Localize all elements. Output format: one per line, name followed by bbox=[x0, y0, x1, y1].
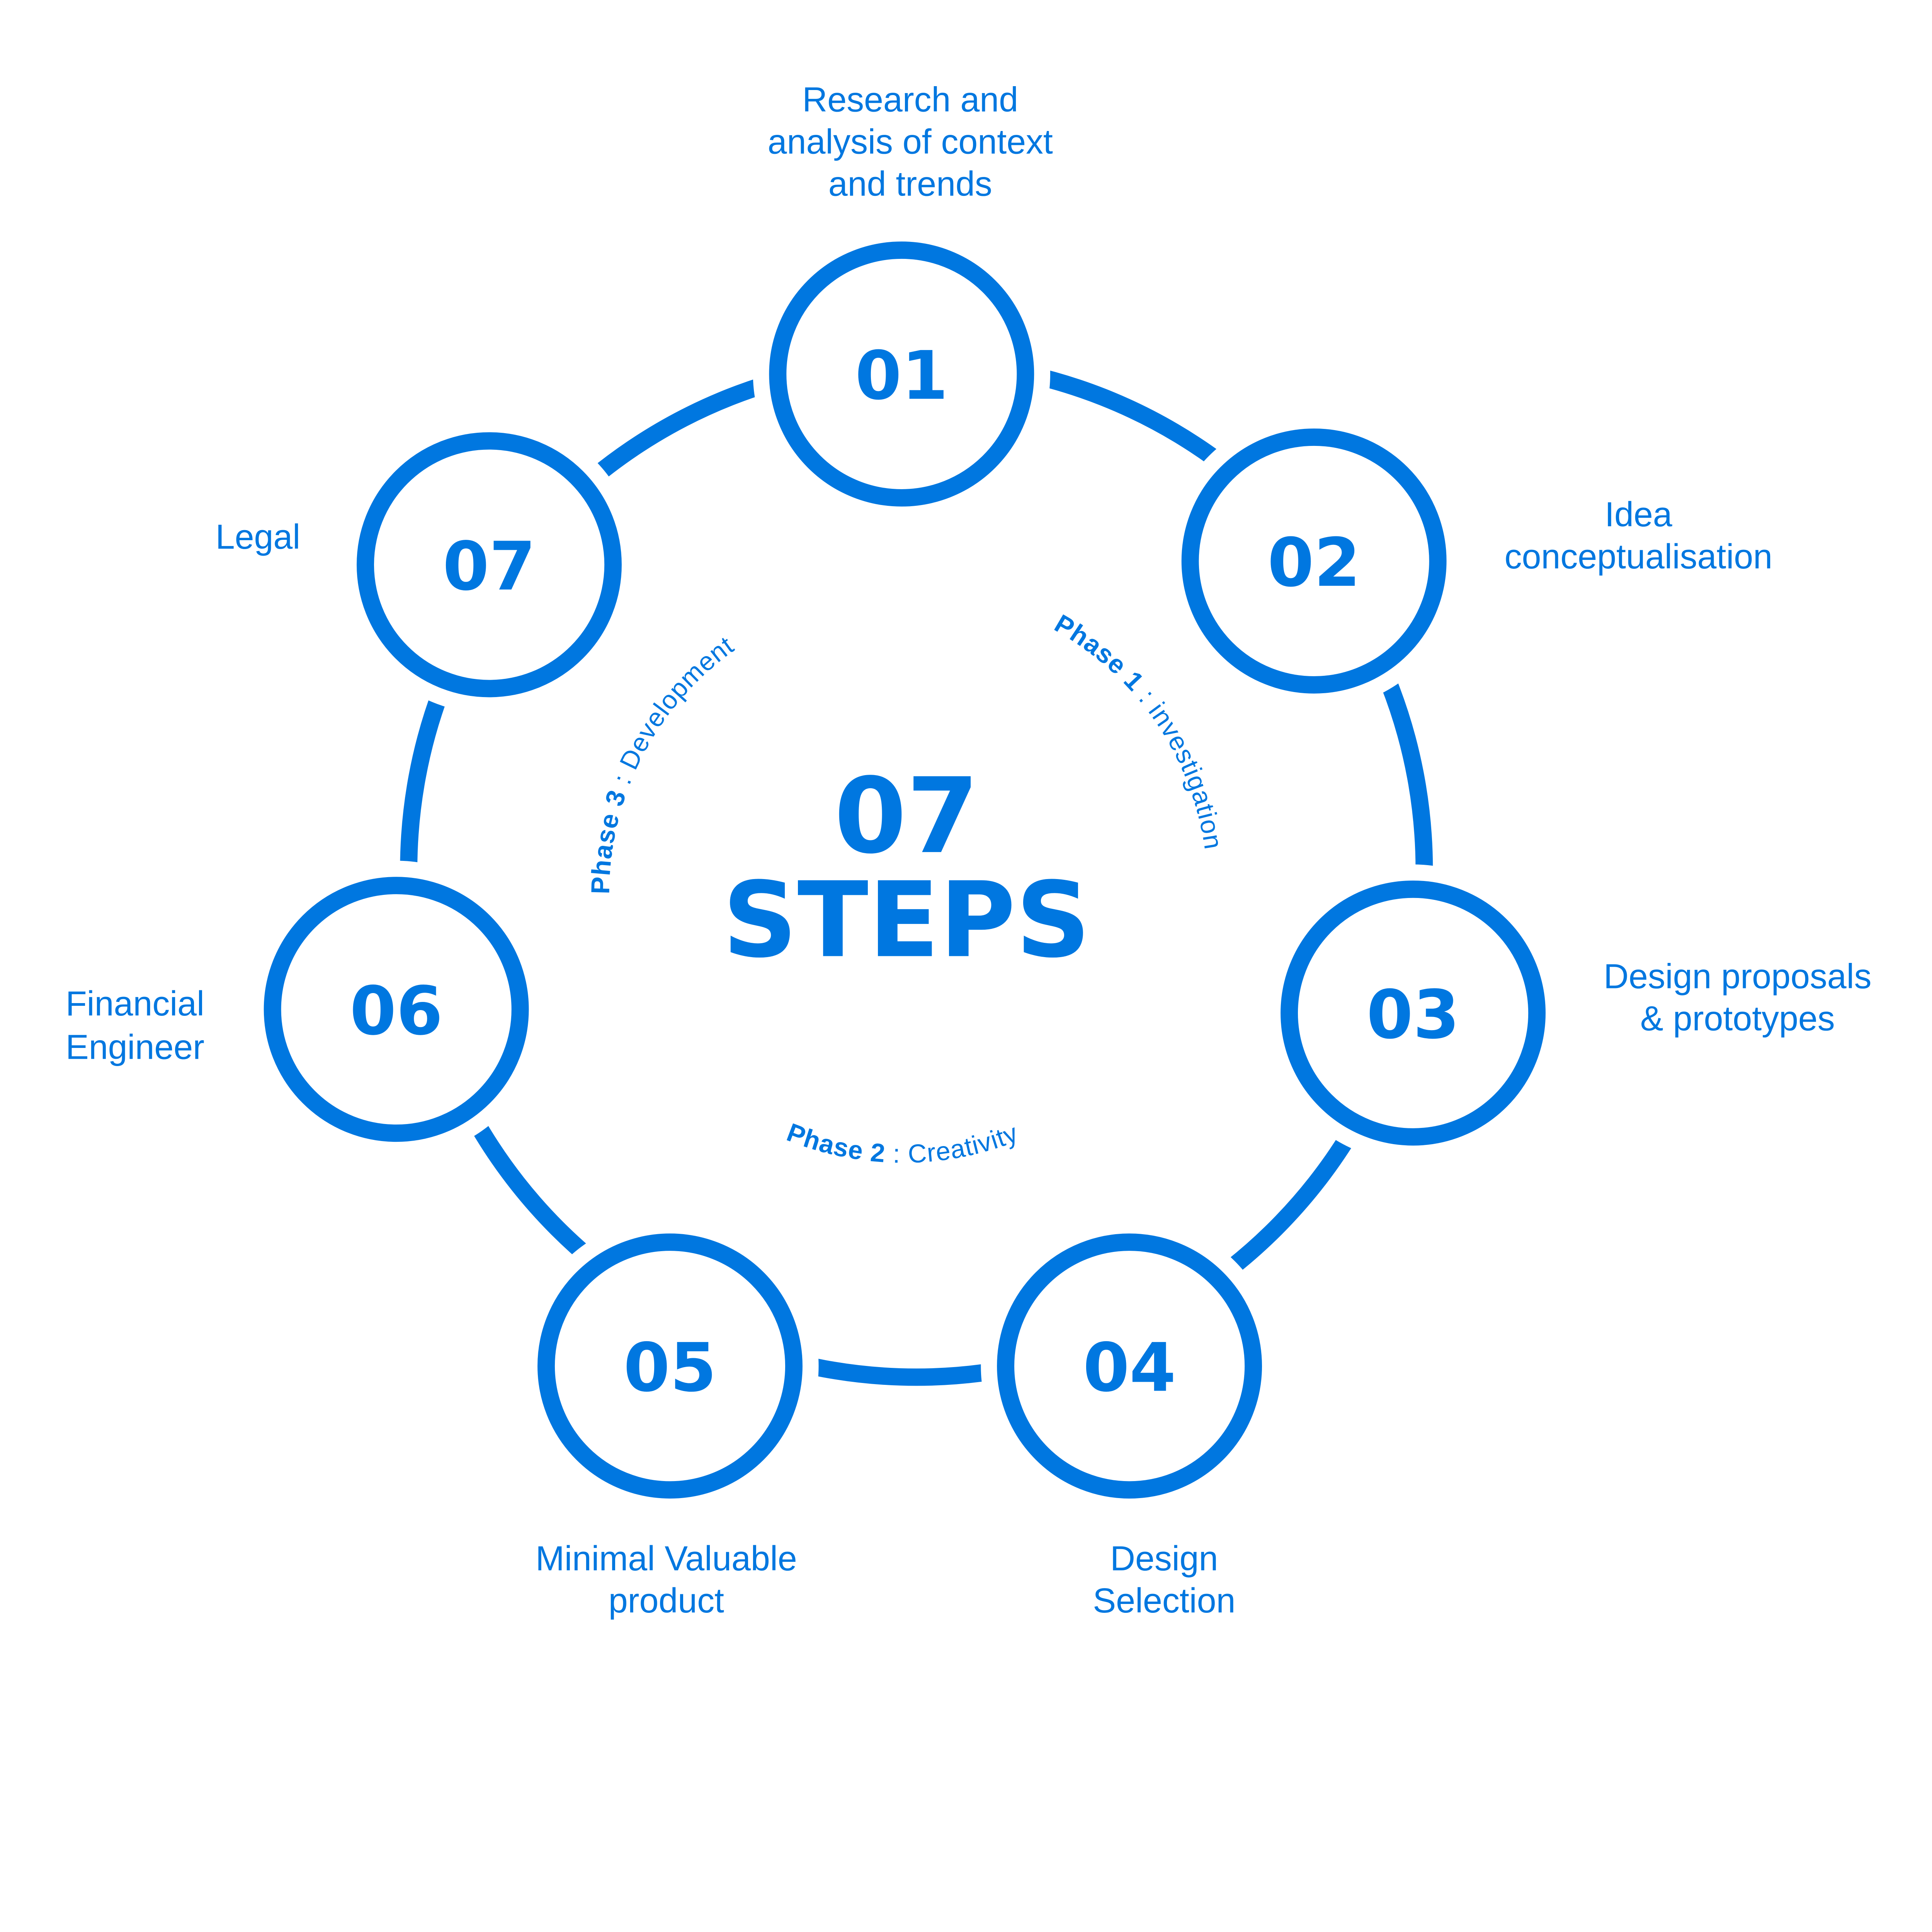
label-line: analysis of context bbox=[768, 122, 1053, 161]
phase-name: Phase 1 bbox=[1050, 609, 1150, 697]
center-count: 07 bbox=[834, 756, 979, 877]
phase-3-label: Phase 3 : Development bbox=[586, 631, 740, 895]
phase-title: Creativity bbox=[907, 1118, 1022, 1168]
step-node-01: 01 bbox=[753, 225, 1050, 523]
label-line: Minimal Valuable bbox=[536, 1539, 797, 1578]
step-node-02: 02 bbox=[1165, 412, 1463, 710]
center-title: STEPS bbox=[723, 860, 1091, 981]
step-label-01: Research and analysis of context and tre… bbox=[768, 80, 1053, 203]
step-number: 05 bbox=[624, 1328, 717, 1406]
label-line: Idea bbox=[1605, 495, 1672, 534]
phase-title: investigation bbox=[1143, 697, 1228, 852]
label-line: & prototypes bbox=[1640, 1000, 1835, 1038]
step-number: 01 bbox=[855, 337, 948, 415]
step-label-07: Legal bbox=[216, 518, 301, 556]
seven-steps-diagram: 01 02 03 04 05 06 07 07 STEPS Phase 1 : … bbox=[66, 80, 1872, 1620]
label-line: Design bbox=[1110, 1539, 1218, 1578]
diagram-stage: 01 02 03 04 05 06 07 07 STEPS Phase 1 : … bbox=[66, 80, 1872, 1620]
step-node-07: 07 bbox=[340, 416, 638, 714]
step-label-05: Minimal Valuable product bbox=[536, 1539, 797, 1620]
label-line: Design proposals bbox=[1604, 957, 1871, 996]
label-line: Research and bbox=[802, 80, 1018, 119]
step-number: 06 bbox=[350, 972, 443, 1050]
phase-title: Development bbox=[614, 631, 739, 774]
label-line: conceptualisation bbox=[1505, 537, 1772, 576]
phase-separator: : bbox=[884, 1139, 908, 1168]
label-line: and trends bbox=[828, 165, 992, 203]
step-node-05: 05 bbox=[521, 1217, 819, 1515]
step-number: 03 bbox=[1367, 976, 1460, 1054]
step-number: 02 bbox=[1267, 524, 1361, 602]
label-line: Financial bbox=[66, 985, 204, 1023]
step-node-04: 04 bbox=[981, 1217, 1278, 1515]
label-line: product bbox=[609, 1582, 724, 1620]
step-label-06: Financial Engineer bbox=[66, 985, 204, 1066]
step-number: 04 bbox=[1083, 1328, 1176, 1406]
label-line: Engineer bbox=[66, 1028, 204, 1066]
step-label-02: Idea conceptualisation bbox=[1505, 495, 1772, 576]
step-node-03: 03 bbox=[1264, 864, 1562, 1162]
phase-name: Phase 3 bbox=[586, 786, 632, 895]
step-node-06: 06 bbox=[248, 861, 545, 1158]
step-label-04: Design Selection bbox=[1093, 1539, 1235, 1620]
step-number: 07 bbox=[443, 527, 536, 605]
label-line: Selection bbox=[1093, 1582, 1235, 1620]
label-line: Legal bbox=[216, 518, 301, 556]
step-label-03: Design proposals & prototypes bbox=[1604, 957, 1871, 1038]
phase-name: Phase 2 bbox=[783, 1118, 886, 1168]
phase-2-label: Phase 2 : Creativity bbox=[783, 1118, 1022, 1169]
